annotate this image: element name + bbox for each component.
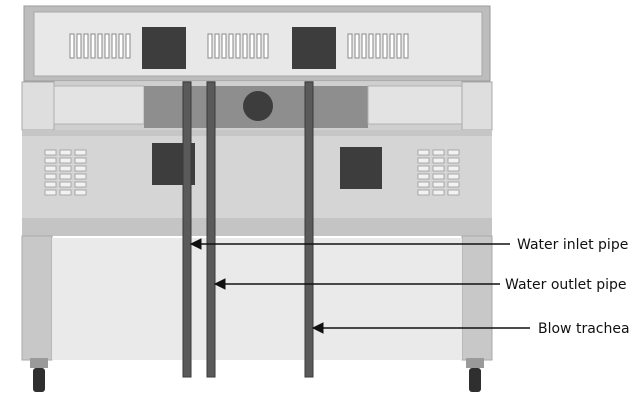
vent-slot xyxy=(235,33,241,59)
grille-cell xyxy=(74,189,87,196)
base-frame xyxy=(21,235,493,361)
grille-cell xyxy=(432,149,445,156)
grille-cell xyxy=(44,189,57,196)
grille-cell xyxy=(417,149,430,156)
grille-cell xyxy=(59,165,72,172)
vent-slot xyxy=(76,33,82,59)
vent-slot xyxy=(104,33,110,59)
grille-cell xyxy=(59,173,72,180)
vent-slot xyxy=(69,33,75,59)
vent-slot xyxy=(97,33,103,59)
vent-slot xyxy=(221,33,227,59)
grille-cell xyxy=(447,173,460,180)
grille-cell xyxy=(44,165,57,172)
vent-slot xyxy=(256,33,262,59)
vent-slot xyxy=(396,33,402,59)
grille-cell xyxy=(74,165,87,172)
vent-slot xyxy=(263,33,269,59)
blow-arrowhead xyxy=(311,322,324,334)
grille-cell xyxy=(447,189,460,196)
water-outlet-pipe xyxy=(206,81,216,378)
grille-cell xyxy=(432,189,445,196)
top-right-square xyxy=(292,27,336,69)
grille-cell xyxy=(432,165,445,172)
callout-arrows xyxy=(189,238,530,334)
vent-slots-right xyxy=(347,33,409,59)
vent-slot xyxy=(403,33,409,59)
grille-cell xyxy=(432,181,445,188)
body-right-square xyxy=(340,147,382,189)
grille-cell xyxy=(44,149,57,156)
grille-cell xyxy=(59,149,72,156)
grille-cell xyxy=(74,173,87,180)
grille-cell xyxy=(74,181,87,188)
vent-slot xyxy=(125,33,131,59)
grille-cell xyxy=(74,149,87,156)
grille-cell xyxy=(59,189,72,196)
grille-right xyxy=(417,149,460,196)
vent-slot xyxy=(242,33,248,59)
round-port xyxy=(243,91,273,121)
water-inlet-pipe-label: Water inlet pipe xyxy=(517,237,628,253)
grille-cell xyxy=(59,181,72,188)
caster-left xyxy=(30,358,48,392)
vent-slots-center xyxy=(207,33,269,59)
inlet-arrowhead xyxy=(189,238,202,250)
vent-slots-left xyxy=(69,33,131,59)
grille-cell xyxy=(432,173,445,180)
grille-cell xyxy=(417,181,430,188)
middle-band xyxy=(21,81,493,131)
outlet-arrowhead xyxy=(213,278,226,290)
vent-slot xyxy=(354,33,360,59)
vent-slot xyxy=(389,33,395,59)
blow-trachea-pipe xyxy=(304,81,314,378)
vent-slot xyxy=(214,33,220,59)
grille-cell xyxy=(447,149,460,156)
lower-body xyxy=(22,130,492,236)
vent-slot xyxy=(347,33,353,59)
vent-slot xyxy=(382,33,388,59)
grille-cell xyxy=(417,165,430,172)
blow-trachea-label: Blow trachea xyxy=(538,321,630,337)
vent-slot xyxy=(111,33,117,59)
water-inlet-pipe xyxy=(182,81,192,378)
vent-slot xyxy=(118,33,124,59)
grille-cell xyxy=(44,157,57,164)
grille-cell xyxy=(417,173,430,180)
grille-cell xyxy=(417,157,430,164)
vent-slot xyxy=(83,33,89,59)
vent-slot xyxy=(90,33,96,59)
grille-cell xyxy=(74,157,87,164)
grille-cell xyxy=(59,157,72,164)
vent-slot xyxy=(228,33,234,59)
vent-slot xyxy=(249,33,255,59)
vent-slot xyxy=(375,33,381,59)
vent-slot xyxy=(361,33,367,59)
vent-slot xyxy=(368,33,374,59)
grille-cell xyxy=(447,157,460,164)
top-panel xyxy=(23,5,491,82)
pipes xyxy=(182,81,314,378)
vent-slot xyxy=(207,33,213,59)
caster-right xyxy=(466,358,484,392)
grille-cell xyxy=(44,181,57,188)
top-left-square xyxy=(142,27,186,69)
grille-cell xyxy=(447,181,460,188)
water-outlet-pipe-label: Water outlet pipe xyxy=(505,277,626,293)
grille-left xyxy=(44,149,87,196)
grille-cell xyxy=(447,165,460,172)
grille-cell xyxy=(417,189,430,196)
grille-cell xyxy=(44,173,57,180)
grille-cell xyxy=(432,157,445,164)
